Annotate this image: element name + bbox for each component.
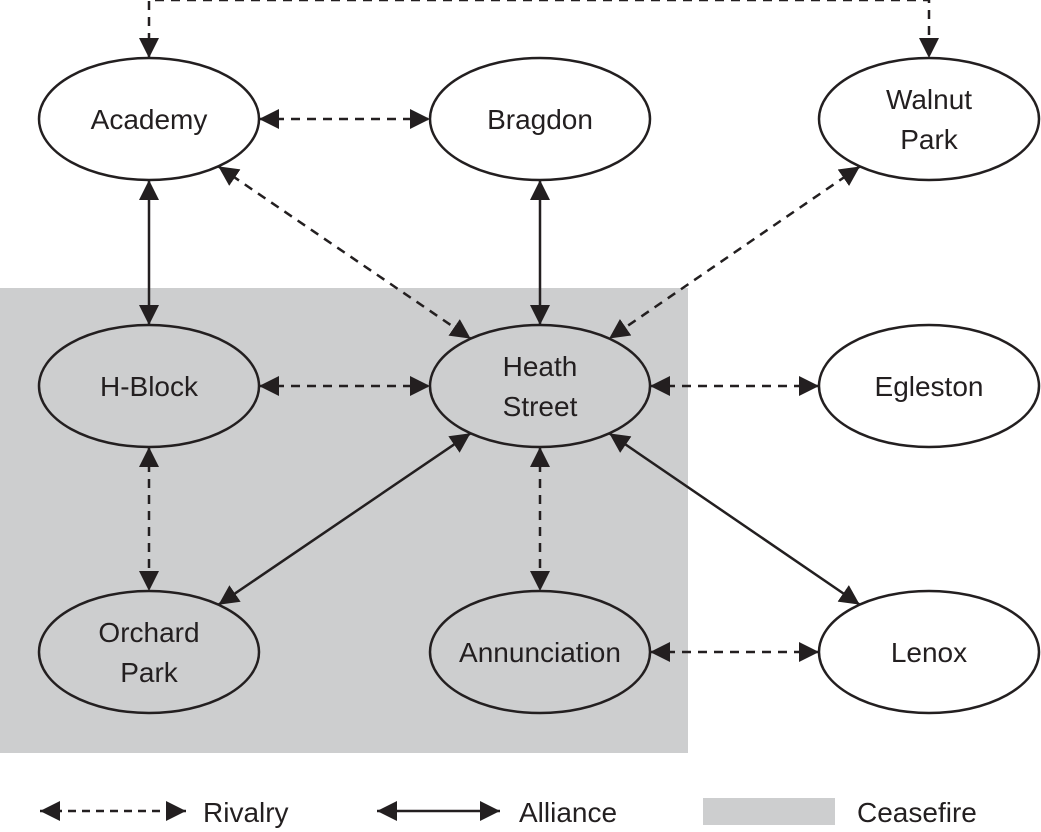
- node-ellipse: [817, 323, 1041, 449]
- node-label: Heath: [503, 351, 578, 382]
- legend: Rivalry Alliance Ceasefire: [40, 797, 977, 828]
- node-annunciation: Annunciation: [428, 589, 652, 715]
- edge-alliance-heath-street-lenox: [608, 432, 861, 606]
- node-label: H-Block: [100, 371, 199, 402]
- node-ellipse: [37, 323, 261, 449]
- node-label: Academy: [91, 104, 208, 135]
- node-lenox: Lenox: [817, 589, 1041, 715]
- node-egleston: Egleston: [817, 323, 1041, 449]
- node-label: Bragdon: [487, 104, 593, 135]
- node-label: Street: [503, 391, 578, 422]
- edge-rivalry-walnut-park-heath-street: [608, 165, 861, 340]
- node-ellipse: [37, 56, 261, 182]
- node-label: Orchard: [98, 617, 199, 648]
- node-academy: Academy: [37, 56, 261, 182]
- node-label: Park: [900, 124, 959, 155]
- node-ellipse: [37, 589, 261, 715]
- node-ellipse: [428, 589, 652, 715]
- legend-rivalry-label: Rivalry: [203, 797, 289, 828]
- node-label: Egleston: [875, 371, 984, 402]
- node-ellipse: [428, 56, 652, 182]
- legend-ceasefire-label: Ceasefire: [857, 797, 977, 828]
- node-ellipse: [817, 589, 1041, 715]
- node-h-block: H-Block: [37, 323, 261, 449]
- node-ellipse: [428, 323, 652, 449]
- node-label: Walnut: [886, 84, 972, 115]
- node-bragdon: Bragdon: [428, 56, 652, 182]
- edge-rivalry-academy-heath-street: [217, 165, 472, 340]
- legend-alliance-label: Alliance: [519, 797, 617, 828]
- edge-alliance-orchard-park-heath-street: [217, 432, 472, 606]
- node-label: Annunciation: [459, 637, 621, 668]
- edge-rivalry-academy-walnut-park: [139, 0, 939, 58]
- node-ellipse: [817, 56, 1041, 182]
- legend-ceasefire-swatch: [703, 798, 835, 825]
- edges-layer: [139, 0, 939, 662]
- node-label: Lenox: [891, 637, 967, 668]
- node-label: Park: [120, 657, 179, 688]
